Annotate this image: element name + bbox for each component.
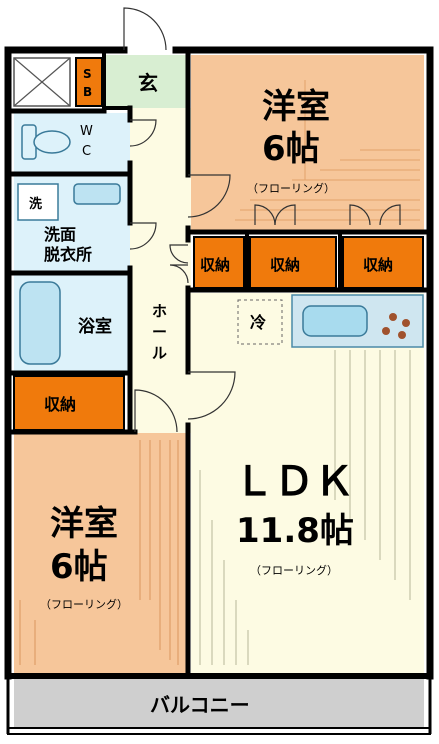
kitchen-sink-icon bbox=[302, 305, 368, 337]
fridge-label: 冷 bbox=[250, 313, 266, 332]
bedroom-south-floor bbox=[14, 433, 188, 673]
washroom-label-line1: 洗面 bbox=[44, 225, 76, 244]
toilet-icon bbox=[21, 124, 71, 160]
bedroom-north-floor bbox=[191, 55, 424, 230]
entrance-floor bbox=[104, 55, 188, 108]
bedroom-north-floor-label: （フローリング） bbox=[247, 181, 335, 195]
bedroom-north-size: 6帖 bbox=[262, 129, 320, 169]
balcony-label: バルコニー bbox=[150, 693, 250, 717]
washing-machine-space bbox=[17, 183, 59, 221]
flooring-lines-ldk bbox=[199, 350, 411, 665]
bedroom-south-floor-label: （フローリング） bbox=[40, 597, 128, 611]
storage-label-west: 収納 bbox=[44, 395, 76, 414]
flooring-lines-south bbox=[19, 440, 179, 665]
bedroom-north-name: 洋室 bbox=[262, 87, 330, 127]
fridge-space bbox=[237, 299, 283, 345]
storage-label-2: 収納 bbox=[270, 256, 300, 274]
wc-label-w: W bbox=[80, 124, 93, 139]
ldk-size: 11.8帖 bbox=[236, 511, 354, 551]
storage-label-1: 収納 bbox=[200, 256, 230, 274]
hall-label-2: ー bbox=[152, 323, 167, 341]
storage-label-3: 収納 bbox=[363, 256, 393, 274]
hall-floor bbox=[130, 108, 191, 433]
storage-closet-west bbox=[13, 375, 125, 431]
storage-closet-2 bbox=[249, 236, 337, 289]
washer-label: 洗 bbox=[29, 196, 42, 212]
bedroom-south-size: 6帖 bbox=[50, 547, 108, 587]
washbasin-icon bbox=[73, 183, 121, 205]
shoebox-label-b: B bbox=[83, 85, 92, 99]
bedroom-south-name: 洋室 bbox=[50, 504, 118, 544]
balcony-floor bbox=[14, 677, 424, 729]
walls bbox=[4, 46, 434, 680]
bathroom-label: 浴室 bbox=[78, 316, 112, 337]
storage-closet-1 bbox=[193, 236, 245, 289]
bathtub-icon bbox=[19, 281, 61, 365]
wc-label-c: C bbox=[82, 144, 91, 159]
storage-closet-3 bbox=[342, 236, 424, 289]
stove-burners-icon bbox=[382, 313, 410, 339]
ldk-floor-label: （フローリング） bbox=[250, 563, 338, 577]
ldk-name: ＬＤＫ bbox=[234, 459, 354, 505]
balcony-railing bbox=[7, 727, 431, 735]
door-swings bbox=[123, 7, 401, 433]
ldk-floor bbox=[191, 293, 424, 673]
hall-label-3: ル bbox=[152, 344, 167, 362]
flooring-lines-north bbox=[235, 80, 420, 221]
washroom-label-line2: 脱衣所 bbox=[44, 245, 92, 264]
shoebox-label-s: S bbox=[83, 67, 92, 81]
entrance-label: 玄 bbox=[138, 71, 158, 95]
hall-label-1: ホ bbox=[152, 302, 167, 320]
